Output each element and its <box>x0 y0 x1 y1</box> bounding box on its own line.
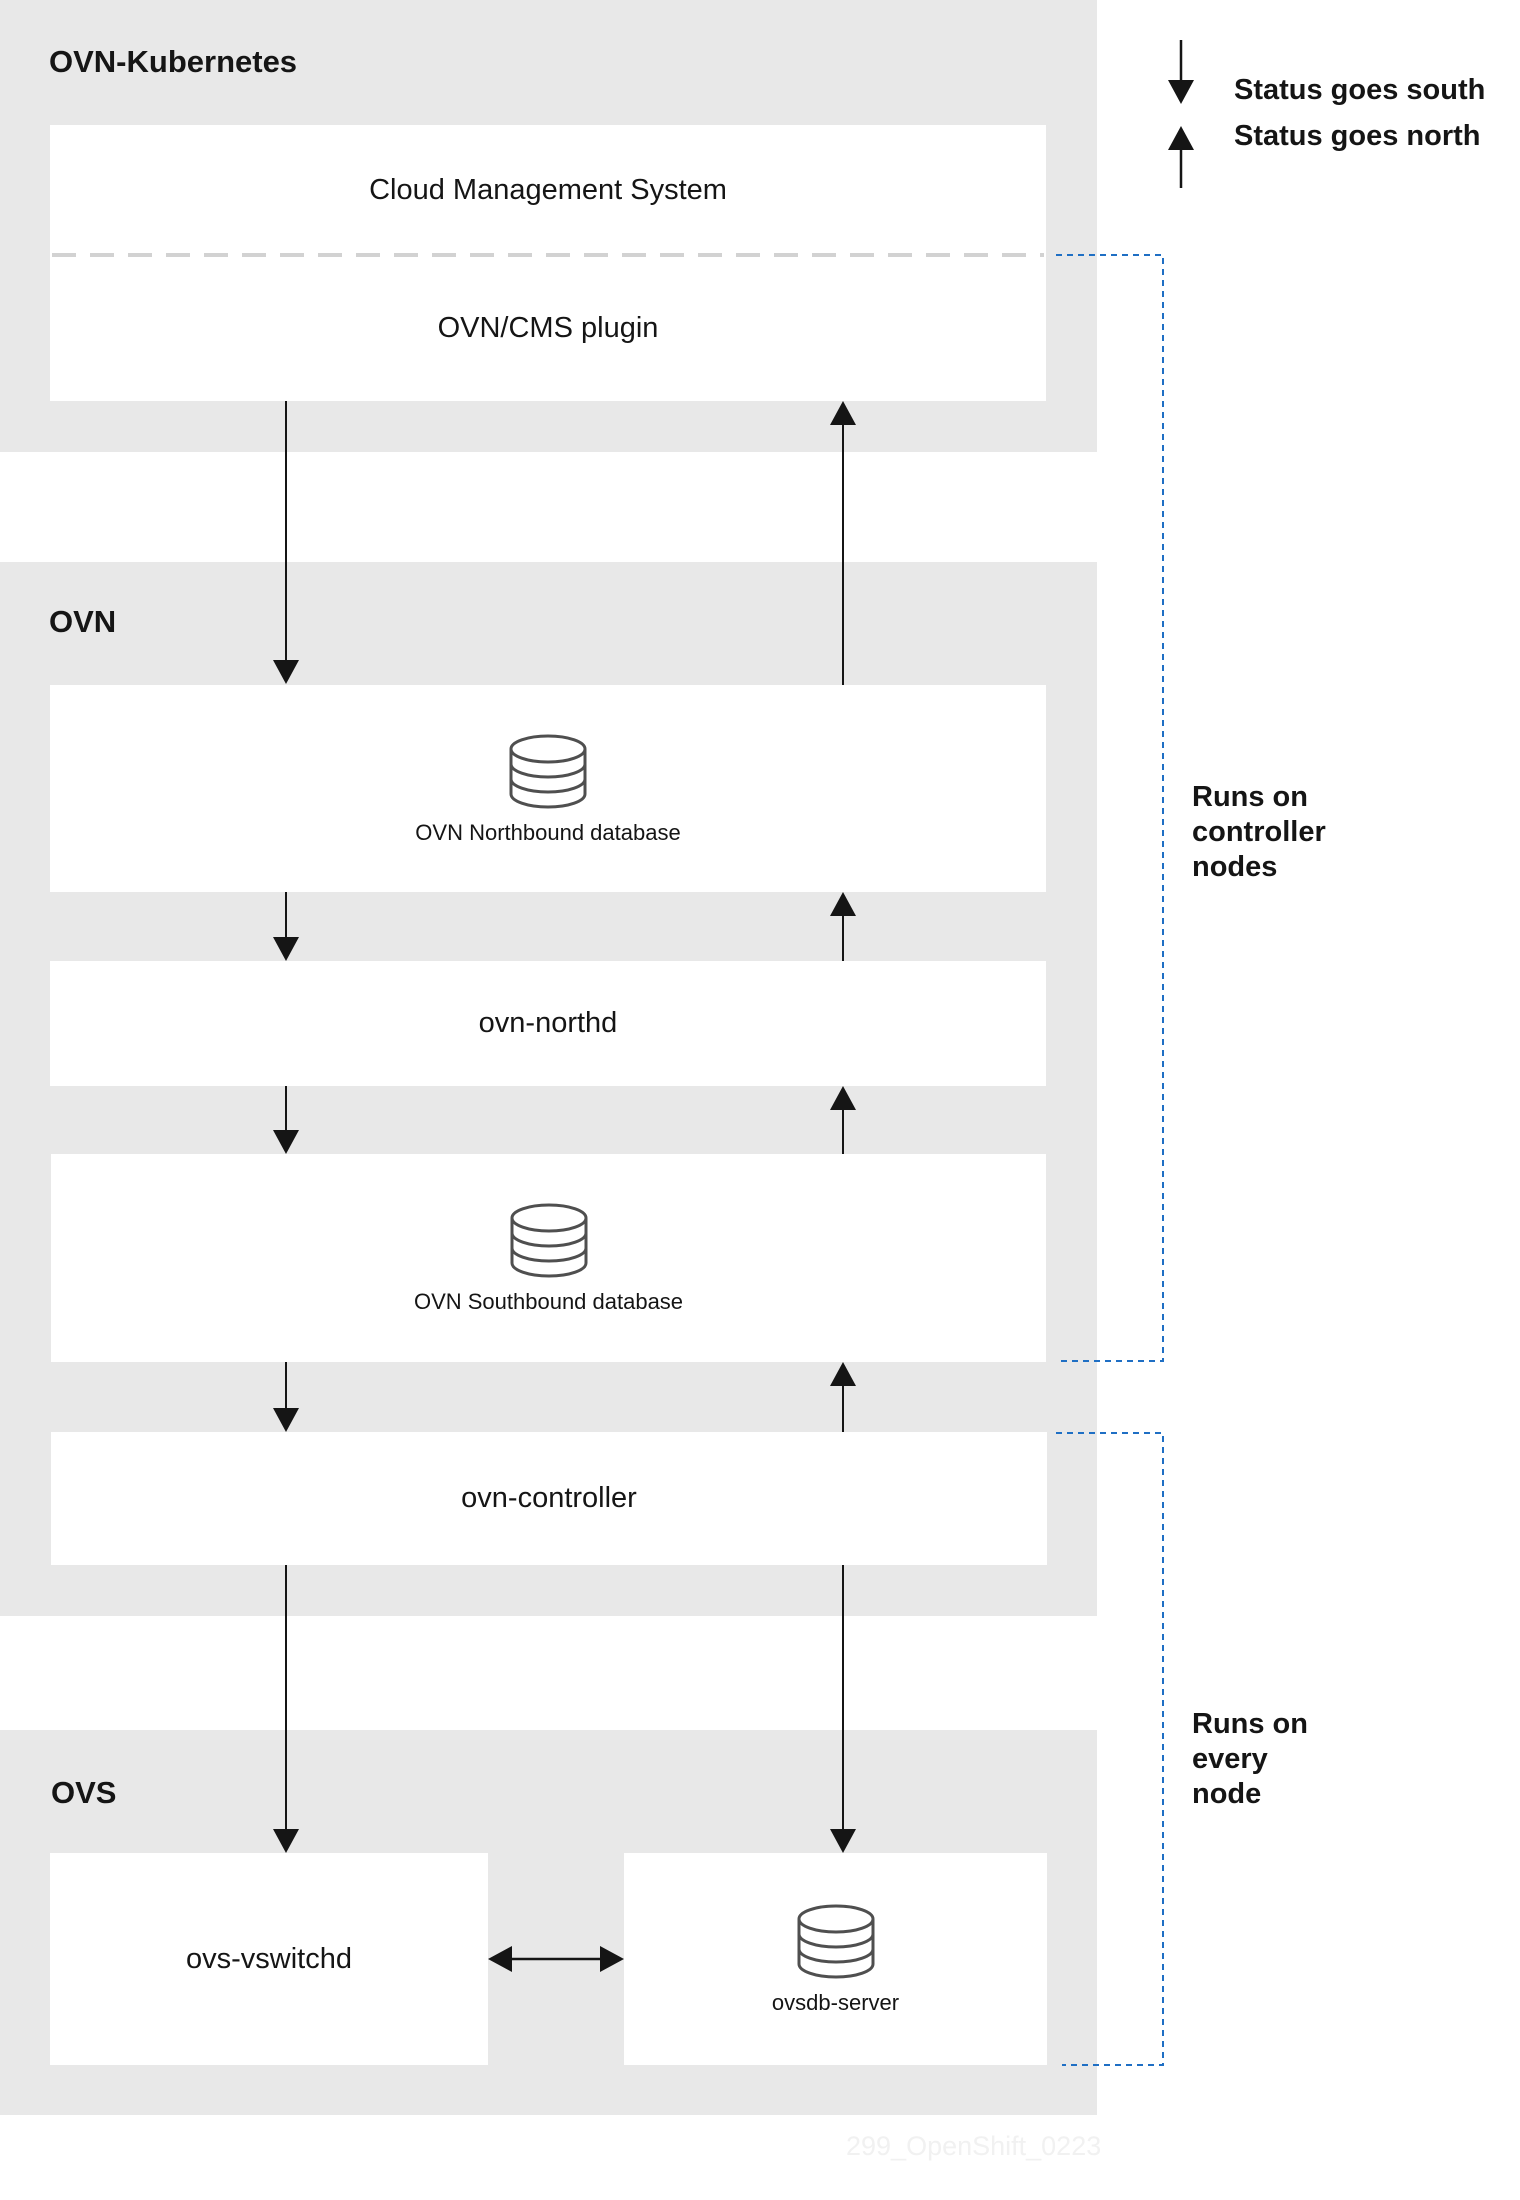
ovn-southbound-database-box: OVN Southbound database <box>51 1154 1046 1362</box>
legend-arrow-up-icon <box>1168 126 1194 188</box>
legend-status-south: Status goes south <box>1234 74 1486 106</box>
ovn-northd-box: ovn-northd <box>50 961 1046 1086</box>
group-title-ovn-kubernetes: OVN-Kubernetes <box>49 44 298 79</box>
ovs-vswitchd-label: ovs-vswitchd <box>186 1942 352 1975</box>
watermark: 299_OpenShift_0223 <box>846 2131 1102 2161</box>
ovn-controller-box: ovn-controller <box>51 1432 1047 1565</box>
ovn-controller-label: ovn-controller <box>461 1482 637 1514</box>
ovn-cms-plugin-box: OVN/CMS plugin <box>50 255 1046 401</box>
legend-status-north: Status goes north <box>1234 120 1481 152</box>
database-icon <box>509 734 587 808</box>
database-icon <box>510 1203 587 1278</box>
ovs-vswitchd-box: ovs-vswitchd <box>50 1853 488 2065</box>
cloud-management-system-label: Cloud Management System <box>369 173 727 206</box>
ovn-northd-label: ovn-northd <box>478 1007 618 1039</box>
group-title-ovn: OVN <box>49 604 117 639</box>
legend-arrow-down-icon <box>1168 40 1194 104</box>
ovsdb-server-box: ovsdb-server <box>624 1853 1047 2065</box>
ovn-southbound-database-label: OVN Southbound database <box>413 1289 684 1314</box>
ovsdb-server-label: ovsdb-server <box>771 1990 900 2015</box>
group-title-ovs: OVS <box>51 1775 117 1810</box>
ovn-northbound-database-box: OVN Northbound database <box>50 685 1046 892</box>
database-icon <box>797 1904 874 1979</box>
cloud-management-system-box: Cloud Management System <box>50 125 1046 255</box>
ovn-cms-plugin-label: OVN/CMS plugin <box>437 311 659 344</box>
note-runs-on-controller-nodes: Runs on controller nodes <box>1192 781 1326 883</box>
ovn-northbound-database-label: OVN Northbound database <box>415 819 681 845</box>
note-runs-on-every-node: Runs on every node <box>1192 1708 1308 1810</box>
